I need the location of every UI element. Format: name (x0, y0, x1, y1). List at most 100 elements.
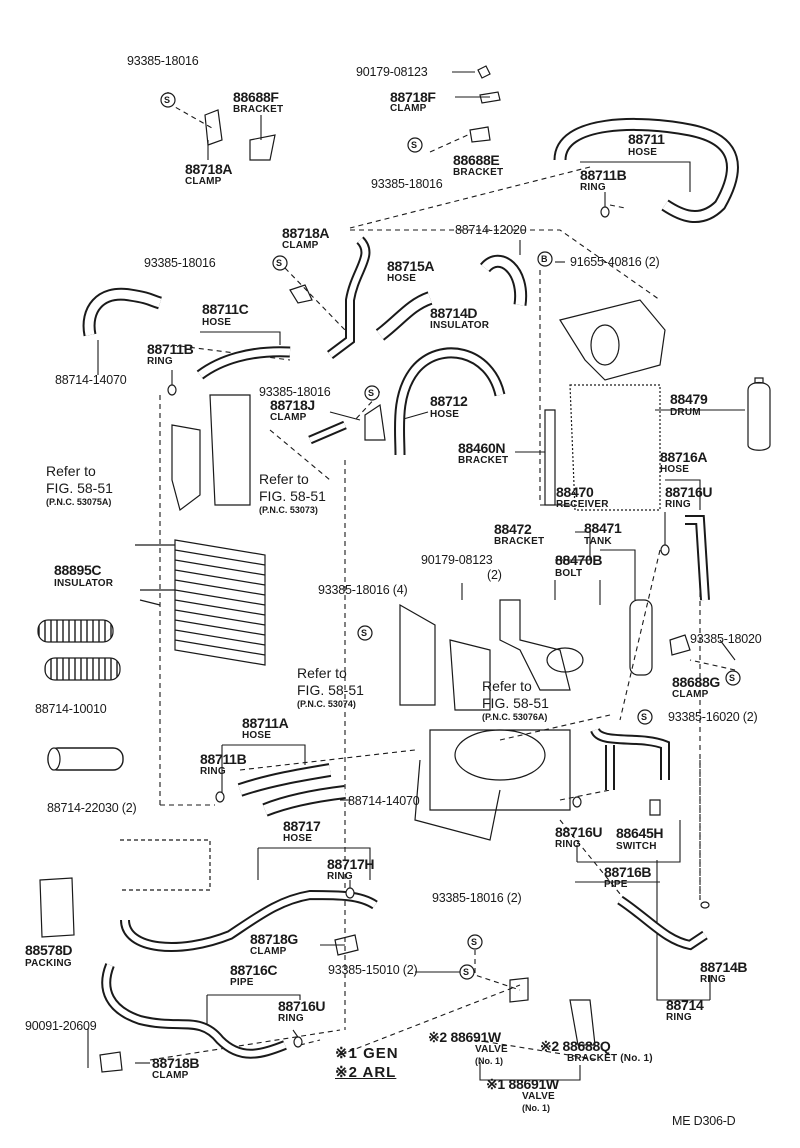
solid-leader-lines (87, 71, 745, 1081)
legend-gen: ※1 GEN (335, 1045, 399, 1062)
bolt-symbol-s-6: S (729, 673, 736, 683)
part-90179-08123-b-qty: (2) (487, 568, 502, 582)
part-88691W-arl-name: VALVE (475, 1044, 508, 1055)
part-88645H: 88645H (616, 825, 664, 841)
part-88718J: 88718J (270, 397, 315, 413)
part-93385-18020: 93385-18020 (690, 632, 762, 646)
refer-note-a-line3: (P.N.C. 53075A) (46, 497, 112, 507)
part-88645H-name: SWITCH (616, 841, 657, 852)
part-88716C-name: PIPE (230, 977, 254, 988)
part-88714-10010: 88714-10010 (35, 702, 107, 716)
bolt-symbol-s-2: S (411, 140, 418, 150)
refer-note-d-line3: (P.N.C. 53076A) (482, 712, 548, 722)
part-93385-18016-f: 93385-18016 (2) (432, 891, 522, 905)
part-88711C: 88711C (202, 301, 249, 317)
insulator-sleeves (37, 619, 124, 771)
part-88718F-name: CLAMP (390, 103, 427, 114)
part-88688E-name: BRACKET (453, 167, 504, 178)
part-88716U-c-name: RING (278, 1013, 304, 1024)
part-88711C-name: HOSE (202, 317, 232, 328)
part-93385-18016-a: 93385-18016 (127, 54, 199, 68)
part-88718G-name: CLAMP (250, 946, 287, 957)
part-88714-14070-b: 88714-14070 (348, 794, 420, 808)
part-88691W-arl: ※2 88691W (428, 1029, 501, 1045)
part-88470-name: RECEIVER (556, 499, 609, 510)
part-88716A-name: HOSE (660, 464, 690, 475)
refer-note-b-line3: (P.N.C. 53073) (259, 505, 318, 515)
part-88578D: 88578D (25, 942, 73, 958)
part-88691W-gen-sub: (No. 1) (522, 1103, 550, 1113)
refer-note-d-line2: FIG. 58-51 (482, 695, 549, 711)
bolt-symbol-s-1: S (164, 95, 171, 105)
bolt-symbol-s-5: S (361, 628, 368, 638)
hoses-and-pipes (82, 117, 739, 1059)
part-88715A: 88715A (387, 258, 435, 274)
components-outline (39, 65, 771, 1073)
part-88688F: 88688F (233, 89, 279, 105)
refer-note-a-line2: FIG. 58-51 (46, 480, 113, 496)
part-88691W-arl-sub: (No. 1) (475, 1056, 503, 1066)
part-88711A: 88711A (242, 715, 289, 731)
part-88479-name: DRUM (670, 407, 701, 418)
part-88718F: 88718F (390, 89, 436, 105)
part-88714-14070-a: 88714-14070 (55, 373, 127, 387)
part-93385-18016-e: 93385-18016 (4) (318, 583, 408, 597)
part-88714B: 88714B (700, 959, 748, 975)
part-88714-name: RING (666, 1012, 692, 1023)
part-93385-18016-b: 93385-18016 (371, 177, 443, 191)
part-91655-40816: 91655-40816 (2) (570, 255, 660, 269)
bolt-symbol-s-8: S (471, 937, 478, 947)
part-88470B-name: BOLT (555, 568, 583, 579)
bolt-symbol-s-4: S (368, 388, 375, 398)
part-88716U-b: 88716U (555, 824, 603, 840)
part-88718J-name: CLAMP (270, 412, 307, 423)
part-88691W-gen-name: VALVE (522, 1091, 555, 1102)
part-88716C: 88716C (230, 962, 278, 978)
part-88688G: 88688G (672, 674, 721, 690)
part-88718B: 88718B (152, 1055, 200, 1071)
bolt-symbol-s-3: S (276, 258, 283, 268)
part-88714: 88714 (666, 997, 704, 1013)
part-88711A-name: HOSE (242, 730, 272, 741)
part-88688E: 88688E (453, 152, 500, 168)
part-88460N: 88460N (458, 440, 506, 456)
part-88711B-b: 88711B (147, 341, 194, 357)
refer-note-b-line2: FIG. 58-51 (259, 488, 326, 504)
legend-arl: ※2 ARL (335, 1064, 397, 1081)
part-88716U-b-name: RING (555, 839, 581, 850)
part-88714D-name: INSULATOR (430, 320, 490, 331)
part-88718A-a-name: CLAMP (185, 176, 222, 187)
diagram-code: ME D306-D (672, 1114, 736, 1128)
part-90179-08123-a: 90179-08123 (356, 65, 428, 79)
part-88470: 88470 (556, 484, 594, 500)
part-88712: 88712 (430, 393, 468, 409)
part-88718A-b: 88718A (282, 225, 330, 241)
refer-note-d-line1: Refer to (482, 678, 532, 694)
part-88895C-name: INSULATOR (54, 578, 114, 589)
part-88716A: 88716A (660, 449, 708, 465)
part-88895C: 88895C (54, 562, 102, 578)
part-88479: 88479 (670, 391, 708, 407)
part-88711B-c: 88711B (200, 751, 247, 767)
part-88717: 88717 (283, 818, 321, 834)
bolt-symbols (160, 92, 741, 980)
bolt-symbol-b: B (541, 254, 548, 264)
part-93385-18016-c: 93385-18016 (144, 256, 216, 270)
part-88471-name: TANK (584, 536, 612, 547)
part-88711B-b-name: RING (147, 356, 173, 367)
part-88716B: 88716B (604, 864, 652, 880)
part-88460N-name: BRACKET (458, 455, 509, 466)
part-88718G: 88718G (250, 931, 299, 947)
part-88715A-name: HOSE (387, 273, 417, 284)
refer-note-b-line1: Refer to (259, 471, 309, 487)
bolt-symbol-s-9: S (463, 967, 470, 977)
part-88714D: 88714D (430, 305, 478, 321)
part-88716U-a: 88716U (665, 484, 713, 500)
part-88716B-name: PIPE (604, 879, 628, 890)
part-88691W-gen: ※1 88691W (486, 1076, 559, 1092)
refer-note-c-line2: FIG. 58-51 (297, 682, 364, 698)
part-88717-name: HOSE (283, 833, 313, 844)
part-88716U-a-name: RING (665, 499, 691, 510)
